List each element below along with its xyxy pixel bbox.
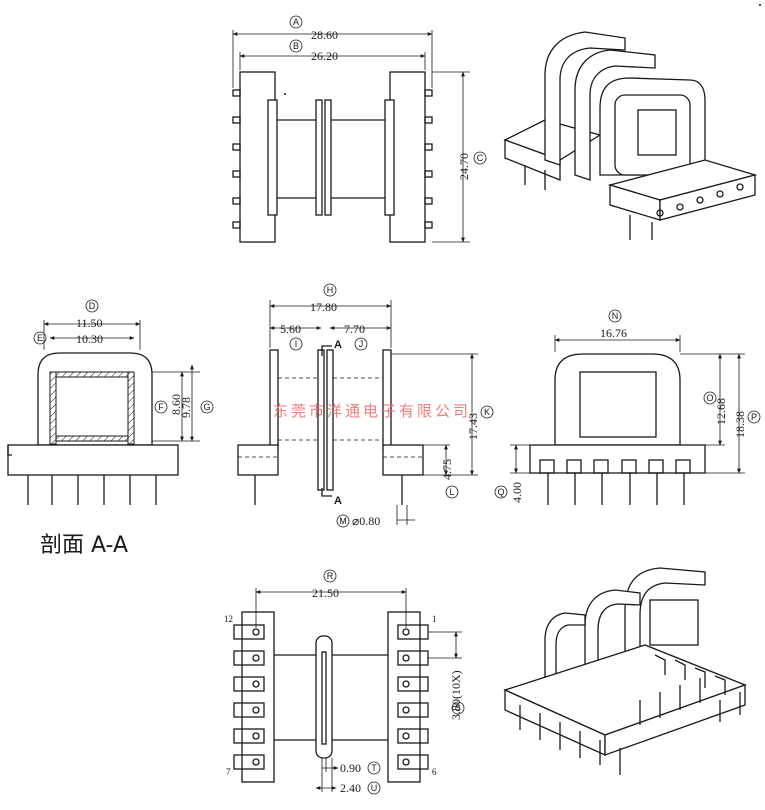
dim-front-total: 17.80 xyxy=(310,300,337,314)
dim-side-width: 16.76 xyxy=(600,326,627,340)
dim-front-right: 7.70 xyxy=(344,322,365,336)
top-view-pins-left xyxy=(232,89,241,229)
pin-label-1: 1 xyxy=(432,614,437,624)
pin-label-12: 12 xyxy=(224,614,233,624)
section-pins xyxy=(27,475,157,505)
front-view: H 17.80 5.60 7.70 I J A A 17.43 K 4.75 L… xyxy=(237,283,494,528)
dim-bottom-span: 21.50 xyxy=(312,586,339,600)
iso-bottom-pins xyxy=(519,654,741,775)
dim-front-pin: ⌀0.80 xyxy=(352,514,380,528)
dim-section-h1: 8.60 xyxy=(169,394,183,415)
dim-side-h2: 18.38 xyxy=(733,411,747,438)
marker-p: P xyxy=(751,412,757,422)
iso-view-bottom xyxy=(503,567,747,775)
dim-bottom-gap: 2.40 xyxy=(340,781,361,795)
marker-u: U xyxy=(371,783,378,793)
section-label: 剖面 A-A xyxy=(40,533,128,558)
bottom-view: 12 1 7 6 R 21.50 3.80(10X) S 0.90 T 2.40… xyxy=(224,569,465,795)
marker-s: S xyxy=(455,703,461,713)
marker-q: Q xyxy=(497,487,504,497)
marker-e: E xyxy=(37,333,43,343)
side-view: N 16.76 12.68 18.38 O P 4.00 Q xyxy=(494,309,761,505)
pin-label-6: 6 xyxy=(432,767,437,777)
dim-side-h1: 12.68 xyxy=(714,398,728,425)
marker-i: I xyxy=(295,339,298,349)
marker-b: B xyxy=(293,41,299,51)
marker-j: J xyxy=(359,339,364,349)
dim-bottom-pitch: 3.80(10X) xyxy=(449,670,463,720)
marker-l: L xyxy=(449,487,454,497)
section-mark-top: A xyxy=(334,339,342,351)
dim-section-outer: 11.50 xyxy=(76,316,103,330)
top-view-pins-right xyxy=(424,89,433,229)
pin-label-7: 7 xyxy=(226,767,231,777)
marker-c: C xyxy=(477,153,484,163)
dim-top-b: 26.20 xyxy=(311,49,338,63)
top-view: A 28.60 B 26.20 24.70 C xyxy=(232,15,487,243)
marker-k: K xyxy=(484,407,490,417)
bottom-view-pins-right xyxy=(397,624,429,770)
dim-front-left: 5.60 xyxy=(280,322,301,336)
marker-m: M xyxy=(339,516,347,526)
section-view: D 11.50 E 10.30 8.60 9.78 F G 剖面 A-A xyxy=(7,299,214,558)
dim-front-base: 4.75 xyxy=(440,459,454,480)
section-mark-bottom: A xyxy=(334,495,342,507)
marker-d: D xyxy=(89,301,96,311)
marker-r: R xyxy=(327,571,334,581)
marker-o: O xyxy=(706,393,713,403)
marker-f: F xyxy=(158,402,164,412)
marker-a: A xyxy=(293,17,299,27)
dim-top-c: 24.70 xyxy=(457,153,471,180)
dim-side-base: 4.00 xyxy=(510,482,524,503)
dim-section-h2: 9.78 xyxy=(179,397,193,418)
dim-section-inner: 10.30 xyxy=(76,332,103,346)
marker-n: N xyxy=(612,311,619,321)
marker-t: T xyxy=(371,763,377,773)
side-view-pins xyxy=(539,459,691,505)
dim-top-a: 28.60 xyxy=(311,28,338,42)
marker-g: G xyxy=(203,402,210,412)
iso-top-pins xyxy=(524,165,744,240)
marker-h: H xyxy=(327,285,334,295)
dim-front-height: 17.43 xyxy=(466,413,480,440)
bottom-view-pins-left xyxy=(233,624,265,770)
iso-view-top xyxy=(503,31,758,240)
dim-bottom-slot: 0.90 xyxy=(340,761,361,775)
watermark: 东莞市洋通电子有限公司 xyxy=(273,402,471,420)
